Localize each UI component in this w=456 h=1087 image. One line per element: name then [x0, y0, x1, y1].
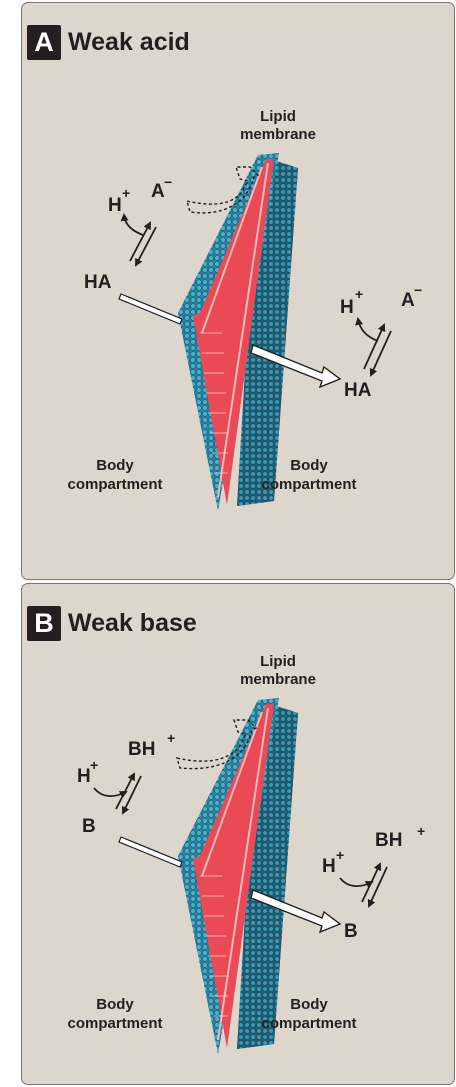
- right-proton-charge: +: [355, 286, 363, 302]
- membrane-label-line2: membrane: [240, 671, 316, 688]
- left-neutral: HA: [84, 272, 112, 293]
- left-proton: H: [77, 766, 91, 787]
- right-proton: H: [340, 297, 354, 318]
- left-anion-charge: −: [164, 174, 172, 190]
- right-conjugate-charge: +: [417, 823, 425, 839]
- weak-acid-diagram: Lipid membrane H + A − HA: [22, 3, 455, 580]
- right-compartment-line2: compartment: [261, 476, 356, 493]
- left-compartment-line1: Body: [96, 996, 134, 1013]
- right-compartment-line1: Body: [290, 996, 328, 1013]
- membrane-label-line2: membrane: [240, 126, 316, 143]
- left-proton-bind-arrow: [94, 788, 126, 796]
- right-proton-release-arrow: [358, 319, 378, 341]
- left-equilibrium-down: [123, 776, 141, 813]
- transfer-arrow-in: [119, 294, 182, 324]
- left-compartment-line2: compartment: [67, 476, 162, 493]
- left-proton-charge: +: [90, 757, 98, 773]
- left-proton-release-arrow: [124, 215, 143, 235]
- left-equilibrium-up: [130, 223, 150, 261]
- right-conjugate: BH: [375, 830, 402, 851]
- membrane-label-line1: Lipid: [260, 108, 296, 125]
- right-proton: H: [322, 856, 336, 877]
- right-proton-charge: +: [336, 847, 344, 863]
- left-conjugate-charge: +: [167, 730, 175, 746]
- membrane-label-line1: Lipid: [260, 653, 296, 670]
- left-proton: H: [108, 195, 122, 216]
- right-neutral: HA: [344, 380, 372, 401]
- left-compartment-line2: compartment: [67, 1015, 162, 1032]
- panel-weak-acid: A Weak acid Lipid membrane H + A −: [21, 2, 455, 580]
- left-neutral: B: [82, 816, 96, 837]
- right-anion-charge: −: [414, 282, 422, 298]
- weak-base-diagram: Lipid membrane BH + H + B BH + H +: [22, 584, 455, 1085]
- right-equilibrium-down: [371, 331, 391, 375]
- right-proton-bind-arrow: [340, 878, 372, 886]
- right-neutral: B: [344, 921, 358, 942]
- right-equilibrium-up: [364, 325, 384, 369]
- right-equilibrium-down: [369, 867, 387, 906]
- right-compartment-line2: compartment: [261, 1015, 356, 1032]
- left-conjugate: BH: [128, 739, 155, 760]
- right-compartment-line1: Body: [290, 457, 328, 474]
- left-proton-charge: +: [122, 185, 130, 201]
- left-anion: A: [151, 181, 165, 202]
- left-compartment-line1: Body: [96, 457, 134, 474]
- panel-weak-base: B Weak base Lipid membrane BH + H + B BH: [21, 583, 455, 1085]
- right-anion: A: [401, 290, 415, 311]
- transfer-arrow-in: [119, 837, 182, 867]
